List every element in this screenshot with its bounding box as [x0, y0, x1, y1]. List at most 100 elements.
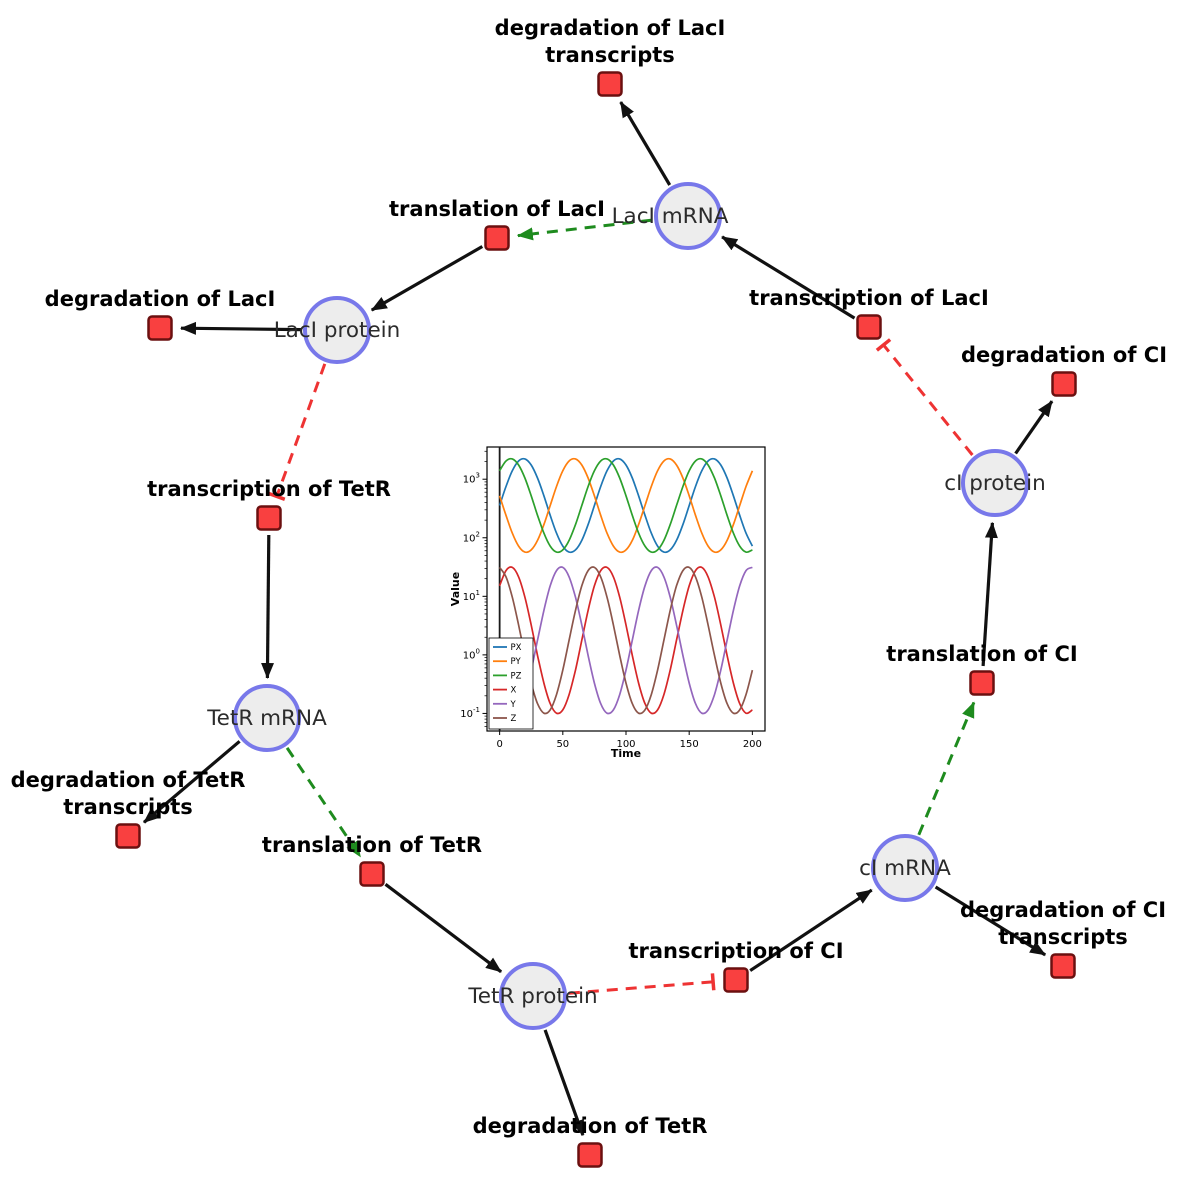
legend-box: [488, 637, 534, 730]
species-label-laci_protein: LacI protein: [274, 318, 401, 343]
reaction-square-deg_tetr_tx: [115, 823, 141, 849]
reaction-node-deg_tetr: [577, 1142, 603, 1168]
x-axis-ticks: 0 50 100 150 200: [496, 731, 762, 750]
reaction-node-deg_laci_tx: [597, 71, 623, 97]
legend-label-X: X: [511, 686, 517, 696]
legend-label-Z: Z: [511, 714, 517, 724]
edge-production-txn_laci-laci_mrna: [721, 235, 856, 320]
reaction-node-txn_laci: [856, 314, 882, 340]
reaction-label-txn_laci: transcription of LacI: [749, 286, 989, 310]
reaction-node-txn_ci: [723, 967, 749, 993]
series-line-PZ: [498, 457, 753, 554]
series-line-X: [498, 566, 753, 715]
reaction-square-txn_tetr: [256, 505, 282, 531]
y-tick-label: 102: [463, 530, 480, 544]
y-tick-label: 100: [463, 647, 480, 661]
reaction-square-transl_tetr: [359, 861, 385, 887]
edge-consumption-laci_protein-deg_laci: [180, 321, 302, 335]
species-circle-ci_mrna: [871, 834, 939, 902]
edge-consumption-ci_protein-deg_ci: [1014, 400, 1054, 455]
legend-label-Y: Y: [510, 700, 517, 710]
species-label-ci_mrna: cI mRNA: [859, 856, 951, 881]
series-layer: [498, 457, 754, 715]
reaction-node-deg_ci_tx: [1050, 953, 1076, 979]
edge-production-transl_laci-laci_protein: [370, 245, 484, 312]
y-tick-label: 101: [463, 589, 480, 603]
edge-production-txn_ci-ci_mrna: [749, 888, 873, 972]
species-circle-ci_protein: [961, 449, 1029, 517]
species-node-ci_protein: [961, 449, 1029, 517]
y-tick-label: 10-1: [460, 706, 480, 720]
reaction-node-transl_tetr: [359, 861, 385, 887]
reaction-square-deg_laci_tx: [597, 71, 623, 97]
reaction-label-deg_laci: degradation of LacI: [45, 287, 276, 311]
species-circle-laci_protein: [303, 296, 371, 364]
x-axis-label: Time: [611, 747, 641, 760]
x-tick-label: 150: [680, 739, 699, 750]
species-node-laci_mrna: [654, 182, 722, 250]
edge-inhibition-laci_protein-txn_tetr: [268, 363, 327, 501]
series-line-Z: [498, 566, 754, 715]
edge-consumption-ci_mrna-deg_ci_tx: [934, 885, 1047, 957]
legend-label-PX: PX: [511, 643, 522, 653]
edge-consumption-tetr_protein-deg_tetr: [543, 1029, 585, 1137]
reaction-square-deg_laci: [147, 315, 173, 341]
y-axis-ticks: 10-1 100 101 102 103: [460, 450, 487, 727]
species-node-ci_mrna: [871, 834, 939, 902]
species-node-tetr_mrna: [233, 684, 301, 752]
species-label-laci_mrna: LacI mRNA: [612, 204, 729, 229]
reaction-label-transl_tetr: translation of TetR: [262, 833, 482, 857]
reaction-node-transl_ci: [969, 670, 995, 696]
x-tick-label: 100: [616, 739, 635, 750]
reaction-node-deg_ci: [1051, 371, 1077, 397]
species-node-tetr_protein: [499, 962, 567, 1030]
edge-modifier-laci_mrna-transl_laci: [516, 218, 653, 241]
species-circle-tetr_mrna: [233, 684, 301, 752]
reaction-square-transl_ci: [969, 670, 995, 696]
edge-inhibition-ci_protein-txn_laci: [875, 338, 974, 456]
edge-modifier-ci_mrna-transl_ci: [917, 701, 976, 836]
edges-layer: [142, 101, 1054, 1137]
legend-label-PZ: PZ: [511, 671, 522, 681]
edge-production-transl_tetr-tetr_protein: [384, 883, 503, 974]
edge-consumption-tetr_mrna-deg_tetr_tx: [142, 740, 241, 824]
reaction-label-deg_ci: degradation of CI: [961, 343, 1167, 367]
chart-legend: PX PY PZ XYZ: [488, 637, 534, 730]
edge-production-txn_tetr-tetr_mrna: [261, 534, 275, 679]
legend-label-PY: PY: [511, 657, 522, 667]
reaction-node-txn_tetr: [256, 505, 282, 531]
y-axis-label: Value: [450, 572, 462, 606]
species-label-ci_protein: cI protein: [944, 471, 1045, 496]
nodes-layer: [115, 71, 1077, 1168]
species-circle-tetr_protein: [499, 962, 567, 1030]
series-line-Y: [498, 566, 753, 715]
reaction-label-transl_ci: translation of CI: [886, 642, 1077, 666]
reaction-square-deg_ci: [1051, 371, 1077, 397]
reaction-square-txn_laci: [856, 314, 882, 340]
reaction-square-transl_laci: [484, 225, 510, 251]
species-node-laci_protein: [303, 296, 371, 364]
reaction-square-txn_ci: [723, 967, 749, 993]
edge-consumption-laci_mrna-deg_laci_tx: [619, 101, 672, 186]
reaction-square-deg_tetr: [577, 1142, 603, 1168]
y-tick-label: 103: [463, 472, 480, 486]
reaction-label-txn_ci: transcription of CI: [628, 939, 843, 963]
reaction-square-deg_ci_tx: [1050, 953, 1076, 979]
series-line-PX: [498, 457, 754, 554]
x-tick-label: 200: [743, 739, 762, 750]
x-tick-label: 50: [556, 739, 569, 750]
reaction-label-txn_tetr: transcription of TetR: [147, 477, 391, 501]
reaction-label-deg_tetr: degradation of TetR: [473, 1114, 708, 1138]
edge-production-transl_ci-ci_protein: [981, 521, 998, 667]
species-label-tetr_mrna: TetR mRNA: [206, 706, 327, 731]
x-tick-label: 0: [496, 739, 502, 750]
reaction-node-deg_tetr_tx: [115, 823, 141, 849]
reaction-node-transl_laci: [484, 225, 510, 251]
